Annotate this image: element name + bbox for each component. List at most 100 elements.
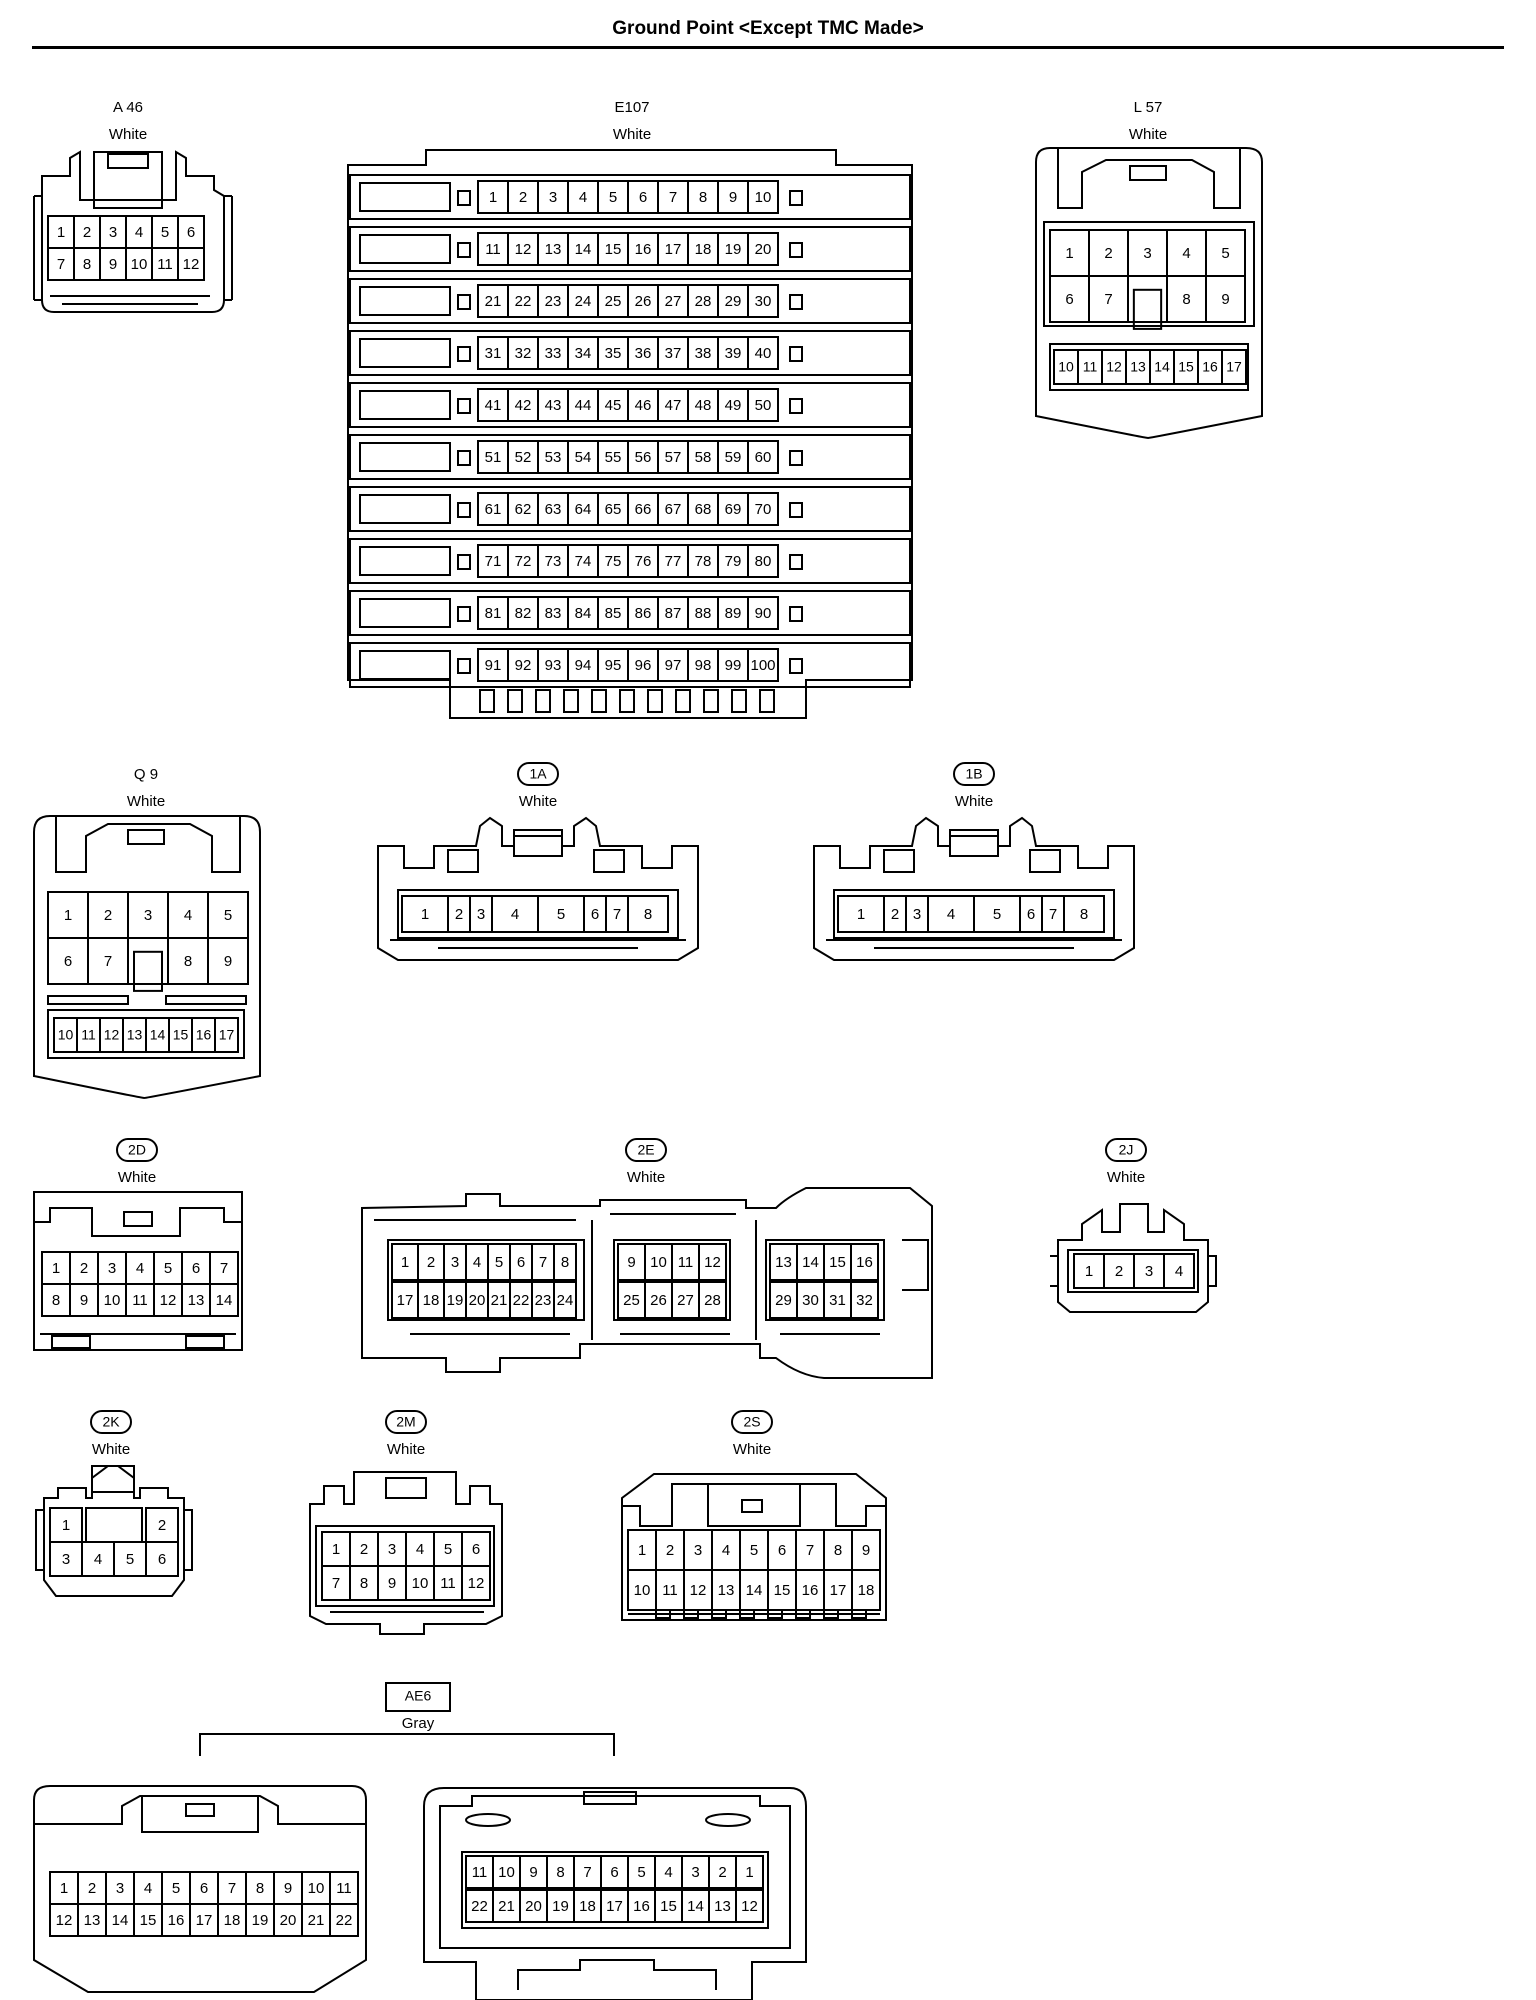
pin-number: 13: [714, 1898, 731, 1915]
pin-number: 3: [144, 907, 152, 924]
pin-number: 2: [80, 1260, 88, 1277]
pin-number: 3: [451, 1254, 459, 1271]
pin-number: 4: [94, 1551, 102, 1568]
pin-number: 9: [529, 1864, 537, 1881]
connector-outline: [377, 816, 699, 961]
pin-number: 7: [806, 1542, 814, 1559]
pin-number: 11: [440, 1575, 456, 1592]
pin-number: 14: [112, 1912, 129, 1929]
pin-number: 7: [228, 1880, 236, 1897]
pin-number: 28: [695, 293, 712, 310]
pin-number: 6: [187, 224, 195, 241]
pin-number: 17: [830, 1582, 847, 1599]
pin-number: 10: [131, 256, 148, 273]
pin-number: 23: [535, 1292, 552, 1309]
pin-number: 18: [695, 241, 712, 258]
pin-number: 22: [515, 293, 532, 310]
pin-number: 67: [665, 501, 682, 518]
row-key: [457, 398, 471, 414]
row-key: [457, 346, 471, 362]
pin-number: 7: [104, 953, 112, 970]
pin-number: 9: [284, 1880, 292, 1897]
connector-outline: [41, 150, 225, 313]
pin-number: 8: [699, 189, 707, 206]
pin-number: 5: [161, 224, 169, 241]
connector-color: White: [613, 126, 651, 143]
connector-code: 2J: [1119, 1142, 1134, 1158]
rib: [165, 995, 247, 1005]
pin-cell: [850, 1243, 879, 1281]
title-divider: [32, 46, 1504, 49]
pin-number: 2: [104, 907, 112, 924]
pin-number: 72: [515, 553, 532, 570]
pin-number: 99: [725, 657, 742, 674]
pin-number: 94: [575, 657, 592, 674]
pin-number: 8: [834, 1542, 842, 1559]
pin-number: 87: [665, 605, 682, 622]
pin-number: 33: [545, 345, 562, 362]
pin-row-frame: [349, 538, 911, 584]
pin-number: 13: [127, 1027, 143, 1043]
rib: [767, 1609, 783, 1619]
pin-number: 3: [694, 1542, 702, 1559]
pin-number: 6: [158, 1551, 166, 1568]
pin-cell: [214, 1017, 239, 1053]
pin-block-frame: [1067, 1249, 1199, 1293]
pin-number: 14: [746, 1582, 763, 1599]
pin-number: 55: [605, 449, 622, 466]
pin-number: 4: [1182, 245, 1190, 262]
pin-number: 69: [725, 501, 742, 518]
row-slot: [359, 442, 451, 472]
pin-number: 36: [635, 345, 652, 362]
pin-number: 15: [173, 1027, 189, 1043]
pin-number: 11: [81, 1027, 96, 1043]
pin-number: 51: [485, 449, 502, 466]
latch: [185, 1803, 215, 1817]
pin-number: 16: [168, 1912, 185, 1929]
pin-number: 61: [485, 501, 502, 518]
pin-number: 12: [1106, 359, 1122, 375]
pin-cell: [553, 1243, 577, 1281]
row-key: [457, 450, 471, 466]
pin-number: 1: [1065, 245, 1073, 262]
pin-number: 59: [725, 449, 742, 466]
pin-number: 42: [515, 397, 532, 414]
pin-number: 9: [224, 953, 232, 970]
pin-group-frame: [613, 1239, 731, 1321]
latch: [741, 1499, 763, 1513]
pin-number: 17: [606, 1898, 623, 1915]
bottom-tab: [759, 689, 775, 713]
lock-slot: [593, 849, 625, 873]
pin-number: 58: [695, 449, 712, 466]
pin-number: 21: [308, 1912, 325, 1929]
pin-number: 10: [1058, 359, 1074, 375]
pin-number: 20: [755, 241, 772, 258]
pin-number: 7: [332, 1575, 340, 1592]
pin-number: 6: [517, 1254, 525, 1271]
pin-number: 92: [515, 657, 532, 674]
connector-color: White: [387, 1441, 425, 1458]
row-key: [457, 606, 471, 622]
pin-number: 3: [691, 1864, 699, 1881]
pin-block-frame: [397, 889, 679, 939]
row-key: [789, 554, 803, 570]
pin-cell: [698, 1281, 727, 1319]
pin-number: 80: [755, 553, 772, 570]
row-slot: [359, 546, 451, 576]
row-key: [789, 450, 803, 466]
connector-outline: [347, 149, 913, 719]
pin-number: 43: [545, 397, 562, 414]
pin-number: 62: [515, 501, 532, 518]
pin-row-frame: [349, 486, 911, 532]
pin-number: 7: [613, 906, 621, 923]
pin-number: 2: [158, 1517, 166, 1534]
pin-number: 16: [635, 241, 652, 258]
pin-number: 17: [196, 1912, 213, 1929]
pin-number: 4: [136, 1260, 144, 1277]
pin-number: 49: [725, 397, 742, 414]
connector-code-badge: [116, 1138, 158, 1162]
pin-cell: [698, 1243, 727, 1281]
